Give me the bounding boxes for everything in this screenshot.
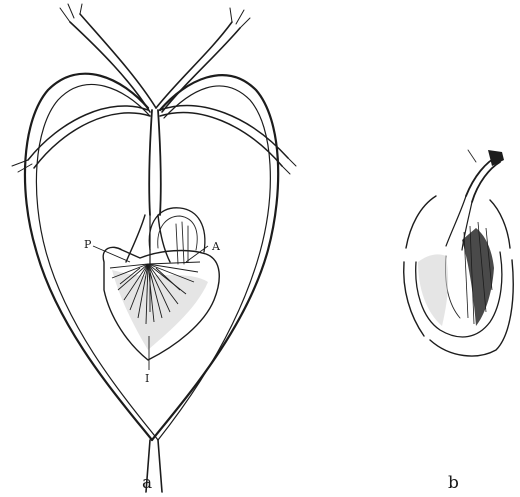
label-p-leader <box>93 246 130 262</box>
label-p: P <box>84 238 92 251</box>
panel-a-caption: a <box>142 473 152 493</box>
panel-a-drawing <box>12 4 296 492</box>
panel-b-caption: b <box>448 473 459 493</box>
panel-b-drawing <box>404 150 514 356</box>
label-a: A <box>211 240 221 253</box>
label-i: I <box>145 372 149 385</box>
panel-a-branches <box>12 4 296 215</box>
